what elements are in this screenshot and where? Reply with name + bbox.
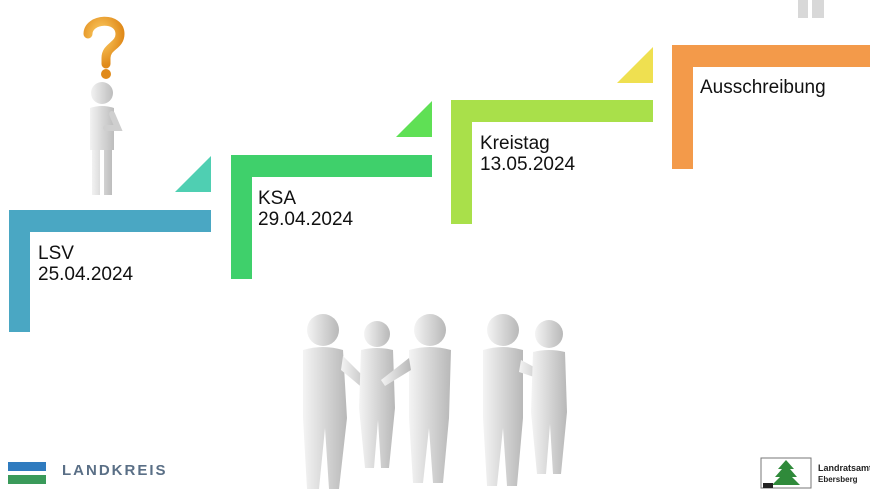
- step-lsv-vertical-bar: [9, 210, 30, 332]
- step-ksa-text: KSA 29.04.2024: [258, 188, 353, 230]
- figure-fragment-illustration: [798, 0, 824, 18]
- landratsamt-logo: Landratsamt Ebersberg: [760, 457, 870, 489]
- step-kreistag-date: 13.05.2024: [480, 154, 576, 175]
- discussion-group-illustration: [303, 314, 567, 489]
- step-ausschreibung-text: Ausschreibung: [700, 77, 826, 98]
- step-ausschreibung-label: Ausschreibung: [700, 77, 826, 98]
- step-ksa-label: KSA: [258, 188, 297, 209]
- landkreis-logo-mark-lower: [8, 475, 46, 484]
- tree-logo-icon: [760, 457, 812, 489]
- step-kreistag-text: Kreistag 13.05.2024: [480, 133, 575, 175]
- landratsamt-logo-text: Landratsamt: [818, 463, 870, 473]
- thinking-figure-illustration: [83, 16, 125, 195]
- step-ksa-horizontal-bar: [231, 155, 432, 177]
- step-lsv-label: LSV: [38, 243, 74, 264]
- landkreis-logo-mark: [8, 462, 46, 471]
- landkreis-logo-text: LANDKREIS: [62, 462, 168, 479]
- step-lsv-accent-triangle: [175, 156, 211, 192]
- question-mark-icon: [83, 16, 125, 79]
- step-kreistag-label: Kreistag: [480, 133, 550, 154]
- step-ksa-date: 29.04.2024: [258, 209, 354, 230]
- step-kreistag-vertical-bar: [451, 100, 472, 224]
- step-kreistag-horizontal-bar: [451, 100, 653, 122]
- step-lsv-horizontal-bar: [9, 210, 211, 232]
- step-ksa-vertical-bar: [231, 155, 252, 279]
- step-lsv-date: 25.04.2024: [38, 264, 134, 285]
- step-kreistag-accent-triangle: [617, 47, 653, 83]
- landkreis-logo: LANDKREIS: [8, 458, 178, 489]
- step-lsv-text: LSV 25.04.2024: [38, 243, 133, 285]
- landratsamt-logo-subtext: Ebersberg: [818, 475, 858, 484]
- step-ausschreibung-horizontal-bar: [672, 45, 870, 67]
- step-ksa-accent-triangle: [396, 101, 432, 137]
- step-ausschreibung-vertical-bar: [672, 45, 693, 169]
